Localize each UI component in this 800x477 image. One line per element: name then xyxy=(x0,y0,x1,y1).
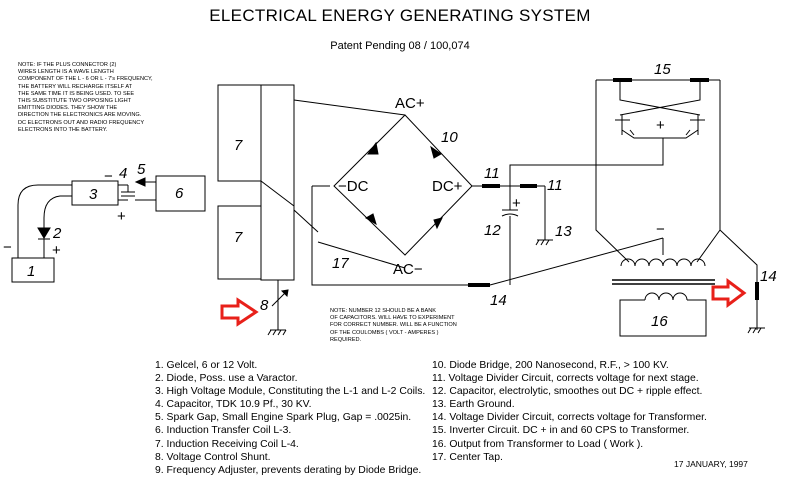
label-13: 13 xyxy=(555,223,572,240)
legend-right: 10. Diode Bridge, 200 Nanosecond, R.F., … xyxy=(432,359,707,464)
date: 17 JANUARY, 1997 xyxy=(674,459,748,469)
spark-gap-5 xyxy=(134,177,146,187)
label-3: 3 xyxy=(89,186,98,203)
cap-plus: + xyxy=(117,208,126,225)
label-2: 2 xyxy=(52,225,62,242)
dc-plus: DC+ xyxy=(432,178,463,195)
legend-item: 15. Inverter Circuit. DC + in and 60 CPS… xyxy=(432,425,690,437)
diode-2 xyxy=(37,227,51,239)
label-7-bottom: 7 xyxy=(234,229,243,246)
legend-item: 8. Voltage Control Shunt. xyxy=(155,451,271,463)
legend-item: 1. Gelcel, 6 or 12 Volt. xyxy=(155,360,258,371)
label-14b: 14 xyxy=(760,268,777,285)
hv-module-box xyxy=(71,180,119,206)
label-16: 16 xyxy=(651,313,668,330)
legend-item: 2. Diode, Poss. use a Varactor. xyxy=(155,373,298,385)
label-6: 6 xyxy=(175,185,184,202)
legend-item: 6. Induction Transfer Coil L-3. xyxy=(155,425,292,437)
legend-item: 17. Center Tap. xyxy=(432,451,503,463)
legend-item: 11. Voltage Divider Circuit, corrects vo… xyxy=(432,373,699,385)
transfer-coil-box xyxy=(155,175,206,212)
label-8: 8 xyxy=(260,297,269,314)
legend-item: 4. Capacitor, TDK 10.9 Pf., 30 KV. xyxy=(155,399,312,411)
primary-coil xyxy=(620,258,706,267)
legend-left: 1. Gelcel, 6 or 12 Volt. 2. Diode, Poss.… xyxy=(155,359,425,477)
arrow-left xyxy=(220,297,259,327)
label-11a: 11 xyxy=(484,165,500,182)
legend-item: 12. Capacitor, electrolytic, smoothes ou… xyxy=(432,386,703,398)
dc-minus: −DC xyxy=(338,178,369,195)
note-capacitor-bank: NOTE: NUMBER 12 SHOULD BE A BANK OF CAPA… xyxy=(330,308,457,343)
legend-item: 16. Output from Transformer to Load ( Wo… xyxy=(432,438,644,450)
patent-number: Patent Pending 08 / 100,074 xyxy=(330,40,470,52)
arrow-right xyxy=(711,278,747,308)
label-10: 10 xyxy=(441,129,458,146)
battery-box xyxy=(11,257,55,283)
ac-minus: AC− xyxy=(393,261,423,278)
legend-item: 7. Induction Receiving Coil L-4. xyxy=(155,438,299,450)
label-4: 4 xyxy=(119,165,127,182)
label-1: 1 xyxy=(27,263,35,280)
center-tap-minus: − xyxy=(656,221,665,238)
label-7-top: 7 xyxy=(234,137,243,154)
battery-minus: − xyxy=(3,239,12,256)
wire-battery-pos xyxy=(43,195,72,258)
diagram-title: ELECTRICAL ENERGY GENERATING SYSTEM xyxy=(209,6,591,25)
legend-item: 5. Spark Gap, Small Engine Spark Plug, G… xyxy=(155,412,412,424)
ac-plus: AC+ xyxy=(395,95,425,112)
label-5: 5 xyxy=(137,161,146,178)
legend-item: 3. High Voltage Module, Constituting the… xyxy=(155,386,426,398)
label-14a: 14 xyxy=(490,292,507,309)
coil-frame xyxy=(260,84,295,281)
label-15: 15 xyxy=(654,61,671,78)
label-11b: 11 xyxy=(547,177,563,194)
cap12-plus: + xyxy=(512,195,521,212)
legend-item: 10. Diode Bridge, 200 Nanosecond, R.F., … xyxy=(432,360,669,371)
legend-item: 14. Voltage Divider Circuit, corrects vo… xyxy=(432,412,707,424)
label-17: 17 xyxy=(332,255,349,272)
cap-minus: − xyxy=(104,168,113,185)
label-12: 12 xyxy=(484,222,501,239)
note-battery: NOTE: IF THE PLUS CONNECTOR (2) WIRES LE… xyxy=(18,62,153,133)
wire-battery-neg xyxy=(17,184,72,258)
inverter-plus: + xyxy=(656,117,665,134)
diode-bridge xyxy=(333,114,473,256)
legend-item: 13. Earth Ground. xyxy=(432,399,515,411)
secondary-coil xyxy=(644,292,688,301)
legend-item: 9. Frequency Adjuster, prevents derating… xyxy=(155,464,422,476)
battery-plus: + xyxy=(52,242,61,259)
receiving-coil-top xyxy=(217,84,262,182)
